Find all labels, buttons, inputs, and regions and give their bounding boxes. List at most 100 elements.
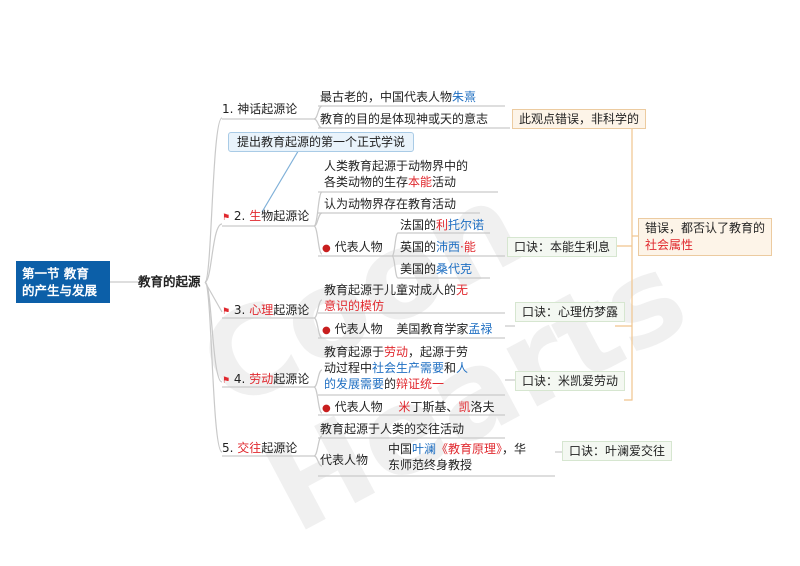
text: 动过程中 [324,361,373,375]
text-line1: 教育起源于儿童对成人的无 [324,282,468,298]
text: 美国的 [400,262,437,276]
text: 错误，都否认了教育的 [645,221,766,235]
highlight: 无 [456,283,469,297]
highlight: ·能 [460,240,476,254]
psych-item-1: 教育起源于儿童对成人的无 意识的模仿 [324,282,468,314]
psych-rep: ● 代表人物 美国教育学家孟禄 [322,321,492,339]
text-line1: 中国叶澜《教育原理》，华 [388,441,526,457]
comm-mnemonic: 口诀：叶澜爱交往 [562,441,673,461]
flag-icon: ⚑ [222,376,231,386]
branch-label-red: 生 [249,209,262,223]
root-node: 第一节 教育 的产生与发展 [16,261,110,303]
branch-label-red: 劳动 [249,372,274,386]
highlight: 凯 [458,400,471,414]
highlight: 米 [398,400,411,414]
flag-icon: ⚑ [222,307,231,317]
branch-psychological-origin: ⚑ 3. 心理起源论 [222,302,309,320]
text: 代表人物 [334,322,383,336]
branch-biological-origin: ⚑ 2. 生物起源论 [222,208,309,226]
text: 中国 [388,442,413,456]
branch-number: 2. [233,209,246,223]
branch-label: 物起源论 [261,209,310,223]
branch-communication-origin: 5. 交往起源论 [222,440,297,456]
highlight-person: 沛西 [436,240,461,254]
text: ，起源于劳 [408,345,469,359]
branch-label: 起源论 [273,303,310,317]
highlight: 社会生产需要 [372,361,445,375]
branch-label: 起源论 [273,372,310,386]
bullet-icon: ● [322,243,331,254]
text-line2: 动过程中社会生产需要和人 [324,360,468,376]
bio-rep-label: ● 代表人物 [322,239,383,257]
bio-item-1: 人类教育起源于动物界中的 各类动物的生存本能活动 [324,158,468,190]
bio-item-2: 认为动物界存在教育活动 [324,197,457,211]
text: 和 [444,361,457,375]
highlight-person: 孟禄 [468,322,493,336]
highlight: 人 [456,361,469,375]
highlight-person: 叶澜 [412,442,437,456]
text-line1: 教育起源于劳动，起源于劳 [324,344,468,360]
callout-first-theory: 提出教育起源的第一个正式学说 [228,132,415,152]
highlight-person: 朱熹 [452,90,477,104]
flag-icon: ⚑ [222,213,231,223]
level1-topic: 教育的起源 [138,274,201,289]
myth-item-1: 最古老的，中国代表人物朱熹 [320,89,476,105]
comm-person: 中国叶澜《教育原理》，华 东师范终身教授 [388,441,526,473]
labor-rep: ● 代表人物 米丁斯基、凯洛夫 [322,399,494,417]
text: 的 [384,377,397,391]
branch-label: 起源论 [261,441,298,455]
highlight: 《教育原理》 [436,442,503,456]
text-line2: 东师范终身教授 [388,458,473,472]
highlight: 利 [436,218,449,232]
branch-number: 3. [233,303,246,317]
text: 英国的 [400,240,437,254]
root-title-line2: 的产生与发展 [22,283,98,298]
branch-number: 5. [222,441,234,455]
psych-mnemonic: 口诀：心理仿梦露 [515,302,626,322]
branch-myth-origin: 1. 神话起源论 [222,101,297,117]
myth-item-2: 教育的目的是体现神或天的意志 [320,112,489,126]
bullet-icon: ● [322,403,331,414]
highlight: 社会属性 [645,238,694,252]
text: 代表人物 [334,400,383,414]
highlight: 意识的模仿 [324,299,385,313]
labor-mnemonic: 口诀：米凯爱劳动 [515,371,626,391]
branch-number: 1. [222,102,234,116]
text: 教育起源于儿童对成人的 [324,283,457,297]
bio-person-1: 法国的利托尔诺 [400,217,484,233]
highlight: 本能 [408,175,433,189]
highlight: 辩证统一 [396,377,445,391]
bio-mnemonic: 口诀：本能生利息 [507,237,618,257]
text: 活动 [432,175,457,189]
branch-label-red: 交往 [237,441,262,455]
myth-note: 此观点错误，非科学的 [512,109,647,129]
text-line3: 的发展需要的辩证统一 [324,376,468,392]
branch-label-red: 心理 [249,303,274,317]
text: ，华 [502,442,527,456]
text: 代表人物 [334,240,383,254]
text: 美国教育学家 [396,322,469,336]
root-title-line1: 第一节 教育 [22,266,89,281]
text: 人类教育起源于动物界中的 [324,159,469,173]
branch-label: 神话起源论 [237,102,298,116]
text: 最古老的，中国代表人物 [320,90,453,104]
comm-item-1: 教育起源于人类的交往活动 [320,422,465,436]
highlight: 劳动 [384,345,409,359]
branch-number: 4. [233,372,246,386]
labor-item-1: 教育起源于劳动，起源于劳 动过程中社会生产需要和人 的发展需要的辩证统一 [324,344,468,392]
branch-labor-origin: ⚑ 4. 劳动起源论 [222,371,309,389]
highlight: 的发展需要 [324,377,385,391]
highlight-person: 桑代克 [436,262,473,276]
bio-person-2: 英国的沛西·能 [400,239,476,255]
text: 丁斯基、 [410,400,459,414]
bullet-icon: ● [322,325,331,336]
comm-rep-label: 代表人物 [320,453,369,467]
text: 洛夫 [470,400,495,414]
text: 教育起源于 [324,345,385,359]
text: 法国的 [400,218,437,232]
highlight-person: 托尔诺 [448,218,485,232]
bio-person-3: 美国的桑代克 [400,261,472,277]
side-note: 错误，都否认了教育的 社会属性 [638,218,773,256]
text-line2: 各类动物的生存本能活动 [324,174,468,190]
